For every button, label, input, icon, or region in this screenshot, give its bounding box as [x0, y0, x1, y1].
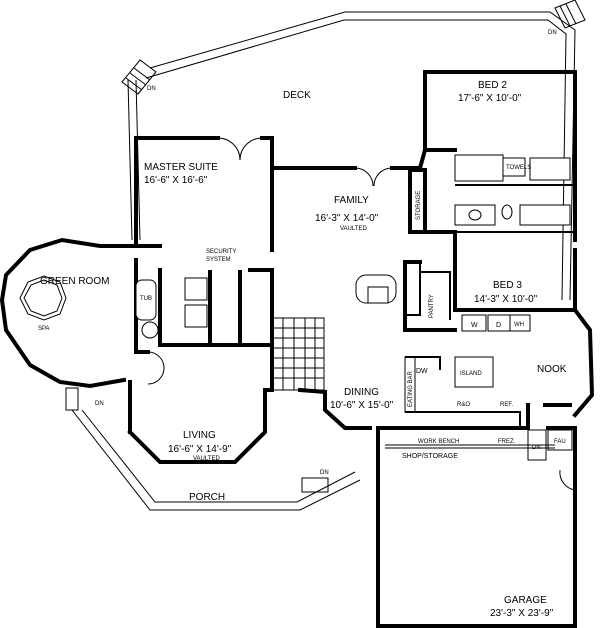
- family-dimensions: 16'-3" X 14'-0": [315, 213, 379, 224]
- labels: DECK DN DN BED 2 17'-6" X 10'-0" TOWELS …: [38, 30, 567, 619]
- bed2-dimensions: 17'-6" X 10'-0": [458, 93, 522, 104]
- spa-label: SPA: [38, 326, 50, 332]
- deck-label: DECK: [283, 90, 311, 101]
- green-room-label: GREEN ROOM: [40, 276, 109, 287]
- deck-dn-left-label: DN: [147, 86, 156, 92]
- dishwasher-label: DW: [416, 368, 428, 375]
- porch-dn-label: DN: [320, 470, 329, 476]
- security-system-label: SYSTEM: [206, 257, 231, 263]
- storage-label: STORAGE: [416, 191, 422, 220]
- fau-label: FAU: [554, 439, 566, 445]
- shop-dn-label: DN: [532, 445, 541, 451]
- living-label: LIVING: [183, 430, 216, 441]
- island-label: ISLAND: [460, 371, 482, 377]
- pantry-label: PANTRY: [429, 294, 435, 318]
- deck-stairs-left: [121, 59, 157, 95]
- family-vaulted-label: VAULTED: [340, 226, 367, 232]
- master-suite-label: MASTER SUITE: [144, 162, 218, 173]
- work-bench-label: WORK BENCH: [418, 439, 459, 445]
- washer-label: W: [471, 322, 478, 329]
- freezer-label: FREZ.: [498, 439, 516, 445]
- garage-label: GARAGE: [504, 595, 547, 606]
- deck-dn-right-label: DN: [548, 30, 557, 36]
- green-room-dn-label: DN: [95, 401, 104, 407]
- door-swings: [147, 137, 576, 491]
- tub-label: TUB: [140, 296, 152, 302]
- towels-label: TOWELS: [506, 165, 531, 171]
- shop-storage-label: SHOP/STORAGE: [402, 453, 458, 460]
- deck-stairs-right: [554, 0, 586, 29]
- garage-dimensions: 23'-3" X 23'-9": [490, 608, 554, 619]
- porch-label: PORCH: [189, 492, 225, 503]
- eating-bar-label: EATING BAR: [408, 370, 414, 407]
- living-vaulted-label: VAULTED: [193, 456, 220, 462]
- living-dimensions: 16'-6" X 14'-9": [168, 444, 232, 455]
- bed3-label: BED 3: [493, 280, 522, 291]
- nook-label: NOOK: [537, 364, 567, 375]
- bed3-dimensions: 14'-3" X 10'-0": [474, 294, 538, 305]
- dining-label: DINING: [344, 387, 379, 398]
- master-suite-dimensions: 16'-6" X 16'-6": [144, 175, 208, 186]
- deck-outline: [127, 11, 576, 301]
- dryer-label: D: [496, 322, 501, 329]
- interior-lines: [135, 154, 575, 461]
- family-label: FAMILY: [334, 195, 369, 206]
- water-heater-label: WH: [514, 322, 524, 328]
- refrigerator-label: REF.: [500, 402, 513, 408]
- spa: [19, 275, 67, 321]
- bed2-label: BED 2: [478, 80, 507, 91]
- porch-outline: [65, 387, 361, 511]
- range-oven-label: R&O: [457, 402, 470, 408]
- security-label: SECURITY: [206, 249, 236, 255]
- dining-dimensions: 10'-6" X 15'-0": [330, 400, 394, 411]
